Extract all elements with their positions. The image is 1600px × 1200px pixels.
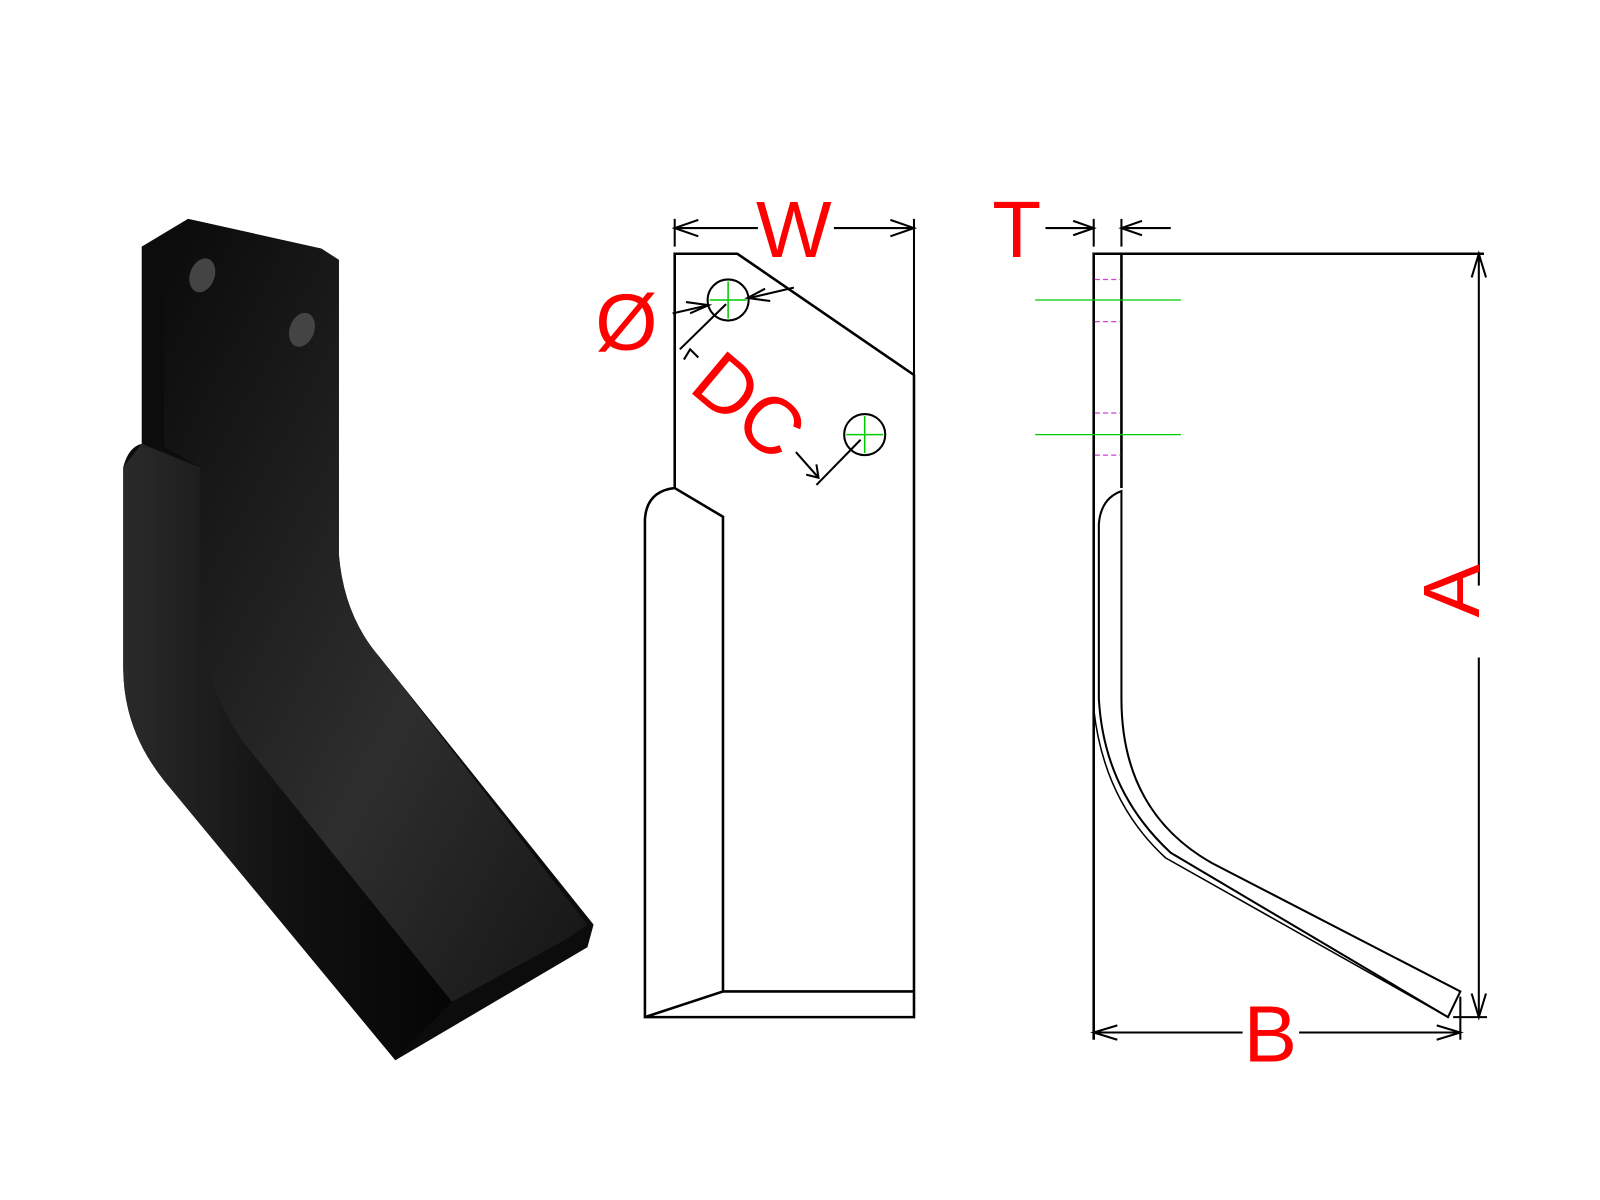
dimension-label-t: T: [992, 184, 1041, 274]
side-view: T A B: [992, 184, 1496, 1078]
dimension-label-b: B: [1244, 988, 1297, 1078]
dimension-label-diameter: Ø: [595, 276, 657, 366]
blade-3d-render: [123, 218, 594, 1061]
dimension-label-dc: DC: [676, 334, 822, 477]
front-view: W Ø DC: [595, 184, 918, 1019]
hole-icon: [288, 312, 315, 347]
dimension-label-w: W: [756, 184, 832, 274]
dimension-label-a: A: [1406, 563, 1496, 617]
hole-icon: [189, 258, 216, 293]
